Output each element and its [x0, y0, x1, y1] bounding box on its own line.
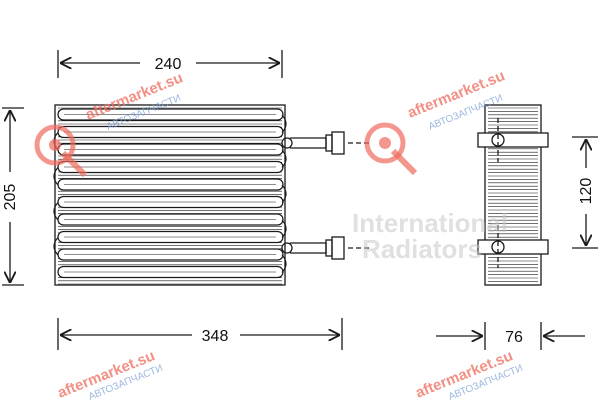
- core-tubes: [53, 108, 287, 279]
- lower-pipe-flange: [281, 242, 293, 254]
- core-front-view: [53, 104, 287, 286]
- pipes-and-fittings: [281, 131, 372, 260]
- dimension-top: [57, 50, 283, 78]
- dimension-height-side-label: 120: [578, 178, 595, 205]
- gear-logo-right: [364, 122, 418, 176]
- lower-fitting: [331, 236, 345, 260]
- u-bend: [281, 254, 287, 273]
- upper-nut: [325, 134, 333, 152]
- u-bend: [53, 237, 59, 256]
- u-bend: [281, 114, 287, 133]
- dimension-left: [2, 107, 24, 286]
- core-outline: [54, 104, 286, 286]
- u-bend: [281, 184, 287, 203]
- dimension-width-top-label: 240: [155, 56, 182, 73]
- upper-pipe: [290, 137, 327, 149]
- core-side-view: [477, 104, 549, 286]
- dimension-side-depth: [436, 322, 585, 350]
- watermark-brand-line2: Radiators: [362, 234, 482, 264]
- dimension-height-left-label: 205: [2, 184, 19, 211]
- side-upper-bracket: [477, 132, 549, 148]
- dimension-bottom: [57, 318, 343, 350]
- u-bend: [53, 202, 59, 221]
- side-lower-bracket: [477, 239, 549, 255]
- watermark-brand-line1: International: [352, 208, 508, 238]
- gear-logo-left: [34, 124, 88, 178]
- upper-pipe-flange: [281, 137, 293, 149]
- side-outline: [484, 104, 542, 286]
- lower-nut: [325, 239, 333, 257]
- dimension-side-height: [572, 136, 598, 249]
- u-bend: [281, 149, 287, 168]
- upper-fitting: [331, 131, 345, 155]
- dimension-width-bottom-label: 348: [202, 328, 229, 345]
- lower-pipe: [290, 242, 327, 254]
- u-bend: [281, 219, 287, 238]
- dimension-depth-side-label: 76: [505, 329, 523, 346]
- u-bend: [53, 167, 59, 186]
